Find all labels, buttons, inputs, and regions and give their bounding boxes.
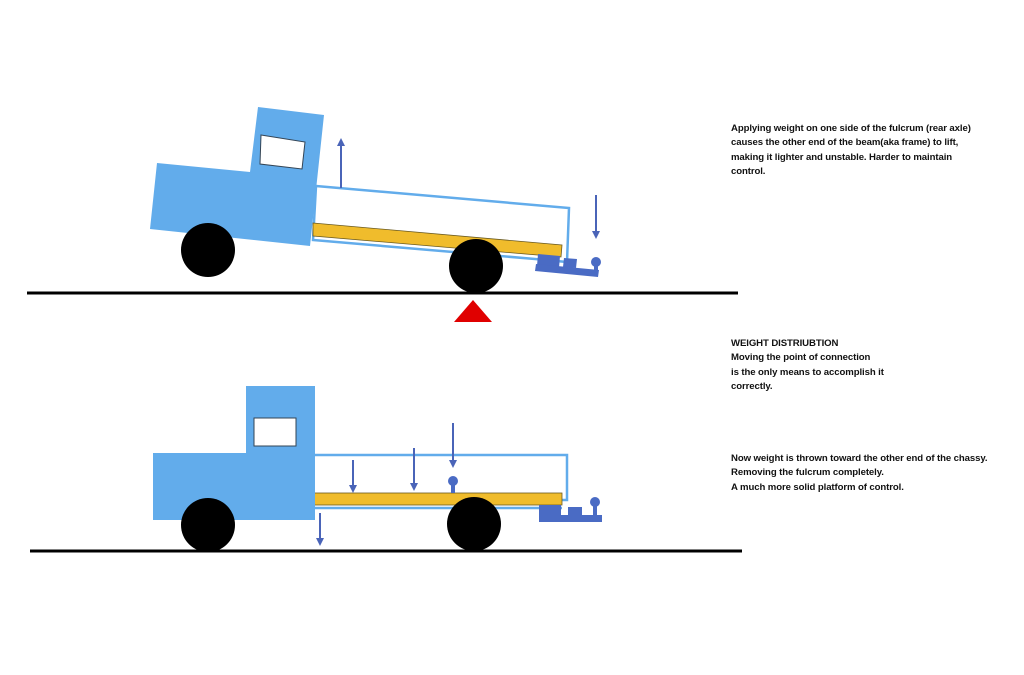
front-wheel xyxy=(181,223,235,277)
caption-line: Applying weight on one side of the fulcr… xyxy=(731,123,971,134)
cab-window xyxy=(253,417,297,447)
front-wheel xyxy=(181,498,235,552)
caption-heading: WEIGHT DISTRIUBTION xyxy=(731,338,839,349)
cab-window xyxy=(259,134,306,170)
level-truck xyxy=(30,386,742,553)
hitch xyxy=(535,254,601,277)
truck-bed-outline xyxy=(315,453,569,502)
truck-cab xyxy=(246,386,315,520)
fulcrum-triangle xyxy=(454,300,492,322)
caption-line: control. xyxy=(731,166,766,178)
rear-wheel xyxy=(449,239,503,293)
caption-line: Moving the point of connection xyxy=(731,352,871,364)
middle-caption: WEIGHT DISTRIUBTION Moving the point of … xyxy=(731,337,884,395)
caption-line: correctly. xyxy=(731,381,773,393)
caption-line: Now weight is thrown toward the other en… xyxy=(731,453,988,464)
hitch xyxy=(539,497,602,522)
truck-cab xyxy=(150,107,324,246)
top-caption: Applying weight on one side of the fulcr… xyxy=(731,122,971,180)
caption-line: making it lighter and unstable. Harder t… xyxy=(731,151,953,163)
rear-wheel xyxy=(447,497,501,551)
gooseneck-ball xyxy=(448,476,458,493)
caption-line: causes the other end of the beam(aka fra… xyxy=(731,137,959,149)
frame-beam xyxy=(312,222,563,258)
caption-line: is the only means to accomplish it xyxy=(731,366,884,378)
tilted-truck xyxy=(27,107,738,322)
caption-line: A much more solid platform of control. xyxy=(731,481,904,493)
bottom-caption: Now weight is thrown toward the other en… xyxy=(731,452,988,495)
frame-beam xyxy=(311,492,563,506)
caption-line: Removing the fulcrum completely. xyxy=(731,467,884,479)
